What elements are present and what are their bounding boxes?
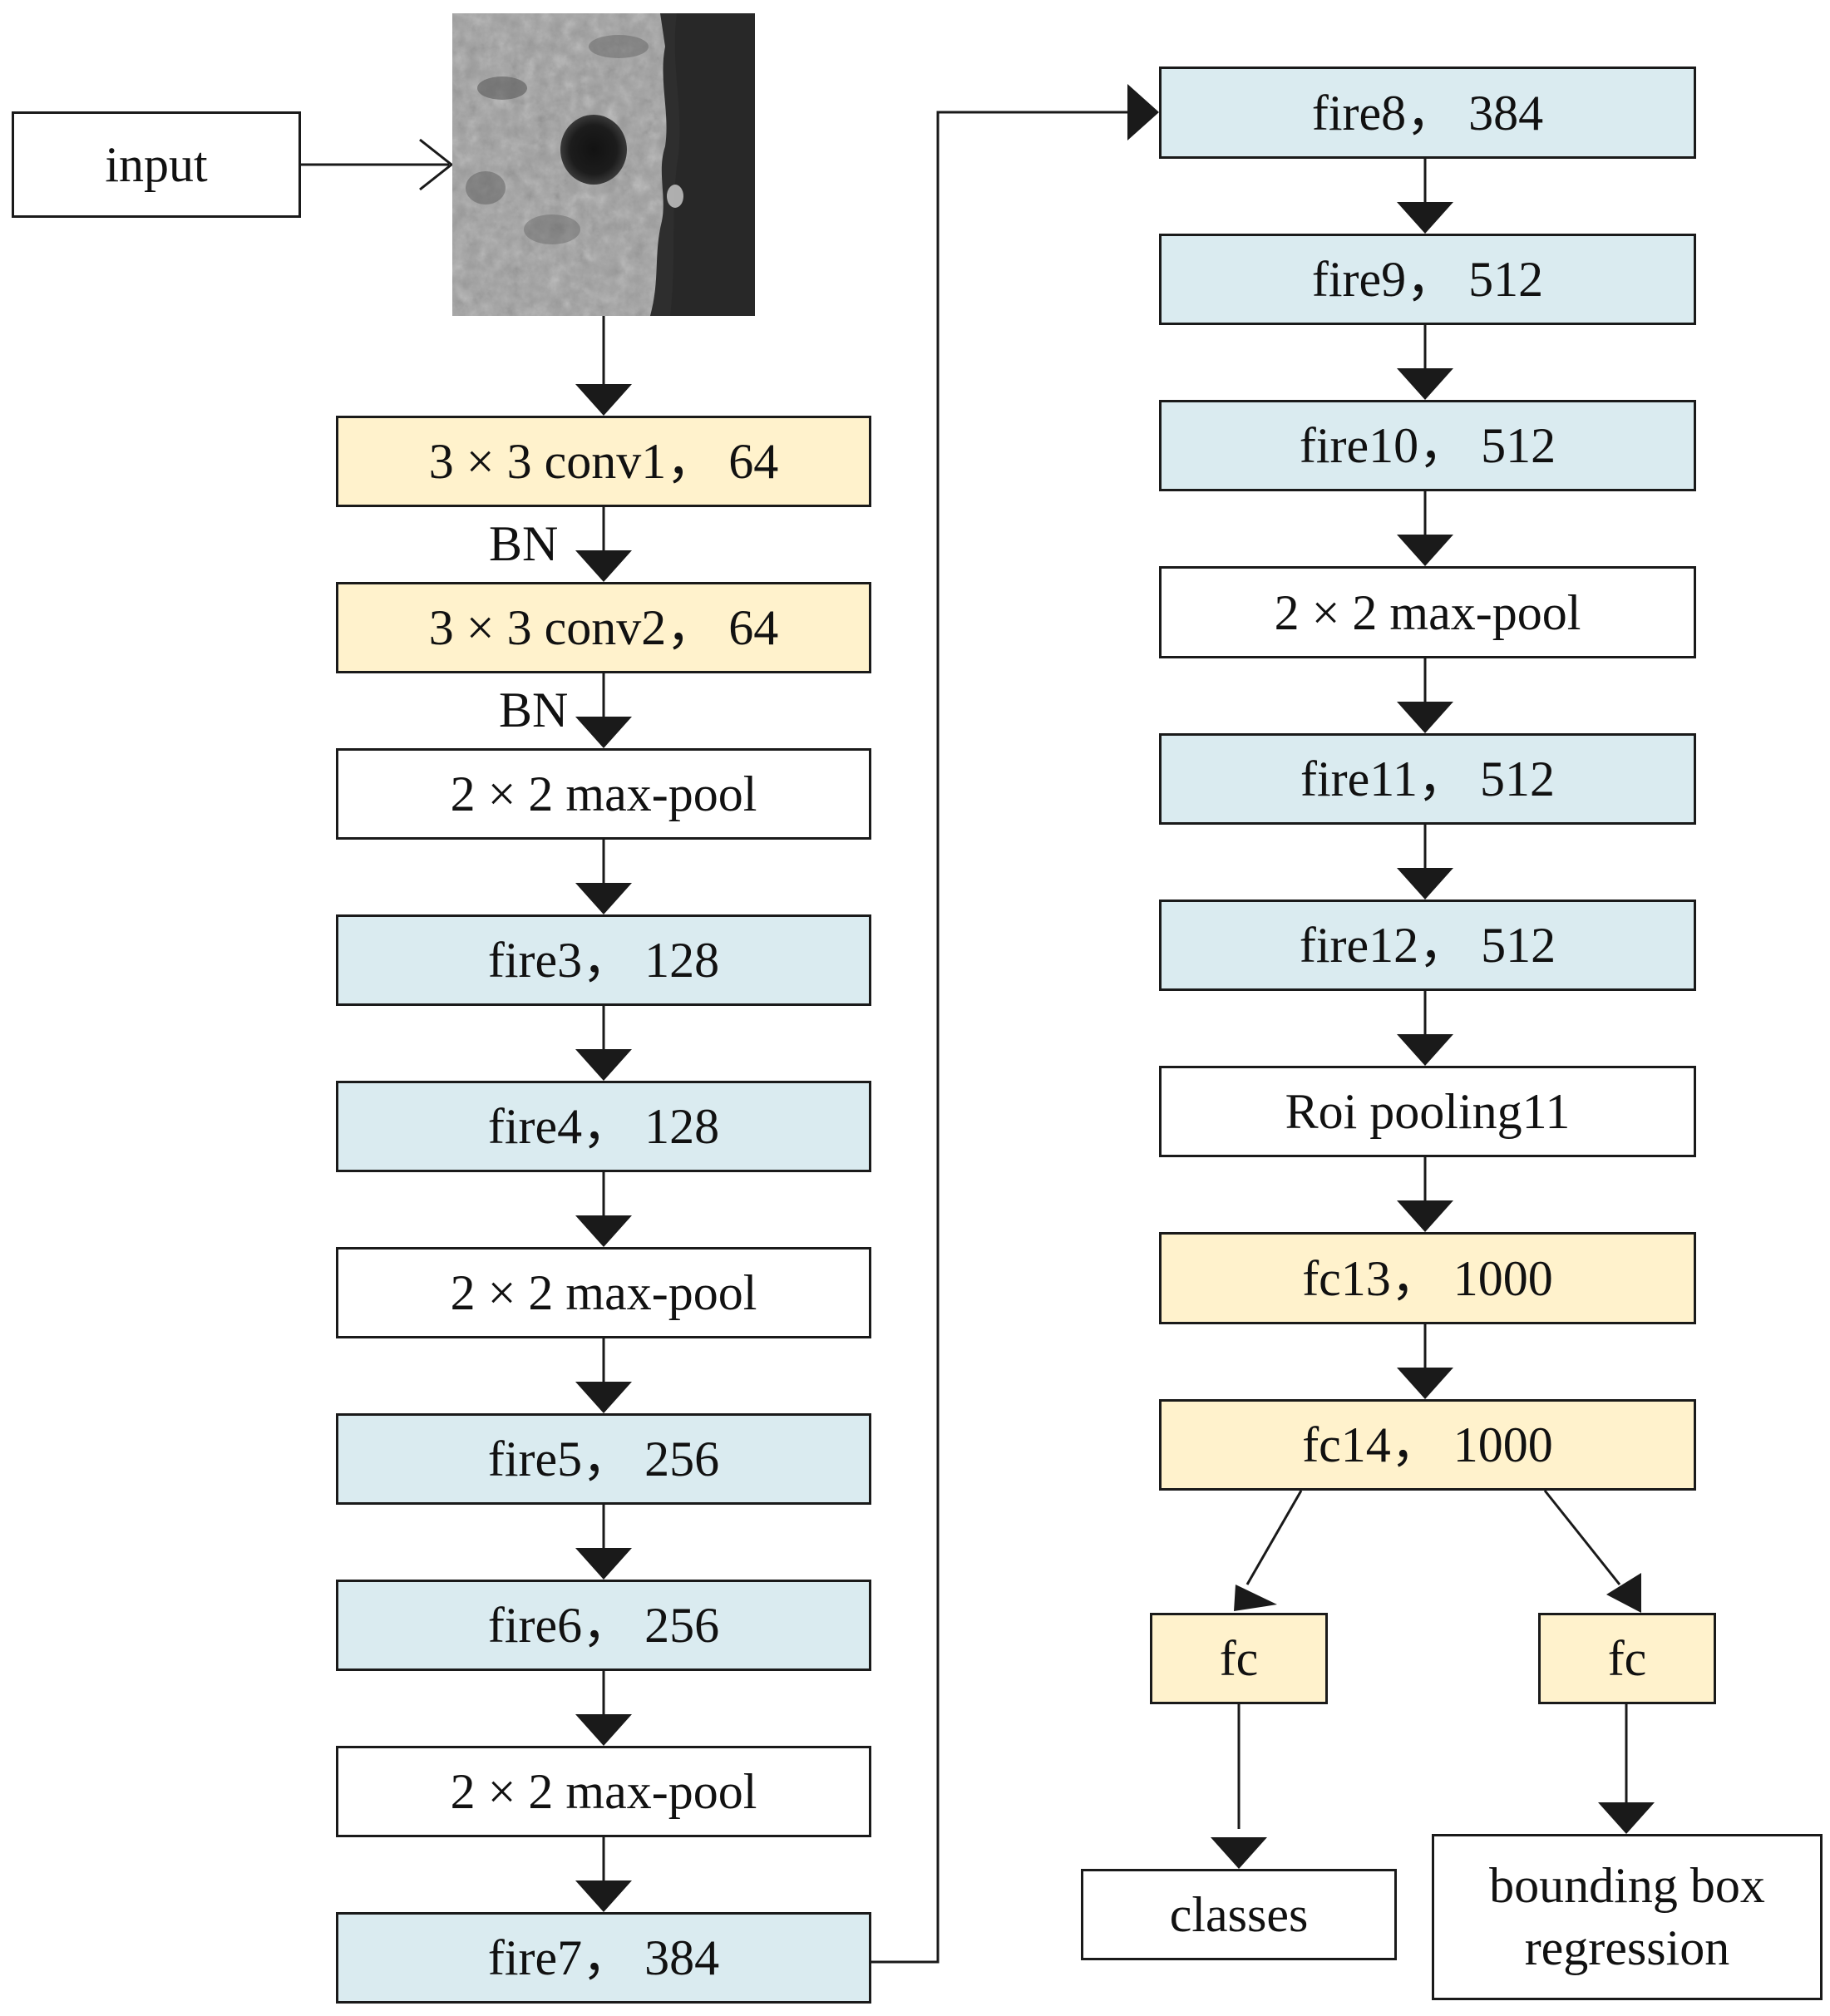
fire5-label: fire5， 256 <box>487 1432 720 1486</box>
arrowhead <box>1598 1802 1655 1834</box>
arrowhead <box>1234 1585 1277 1611</box>
fire10-block: fire10， 512 <box>1159 400 1696 491</box>
fire12-label: fire12， 512 <box>1299 918 1556 973</box>
fire11-label: fire11， 512 <box>1300 752 1556 806</box>
arrowhead <box>575 1382 632 1413</box>
edge-fc14-fc-left <box>1245 1490 1303 1585</box>
edge-fire7-fire8 <box>871 111 1132 1964</box>
maxpool3-block: 2 × 2 max-pool <box>336 1746 871 1837</box>
arrowhead <box>1397 1200 1453 1232</box>
arrowhead <box>1127 84 1159 140</box>
arrowhead <box>1397 535 1453 566</box>
fire10-label: fire10， 512 <box>1299 418 1556 473</box>
arrowhead <box>575 384 632 416</box>
maxpool1-block: 2 × 2 max-pool <box>336 748 871 840</box>
arrowhead <box>575 550 632 582</box>
fire9-label: fire9， 512 <box>1311 252 1544 307</box>
fc14-label: fc14， 1000 <box>1302 1417 1553 1472</box>
fire12-block: fire12， 512 <box>1159 900 1696 991</box>
arrowhead <box>575 883 632 914</box>
maxpool3-label: 2 × 2 max-pool <box>450 1764 757 1819</box>
fire8-block: fire8， 384 <box>1159 67 1696 159</box>
open-arrowhead <box>419 138 454 191</box>
arrowhead <box>575 1049 632 1081</box>
maxpool4-block: 2 × 2 max-pool <box>1159 566 1696 658</box>
maxpool4-label: 2 × 2 max-pool <box>1274 584 1581 640</box>
arrowhead <box>1397 1368 1453 1399</box>
arrowhead <box>575 1548 632 1580</box>
maxpool1-label: 2 × 2 max-pool <box>450 766 757 821</box>
fire8-label: fire8， 384 <box>1311 85 1544 140</box>
fc14-block: fc14， 1000 <box>1159 1399 1696 1491</box>
bn1-label: BN <box>489 516 559 571</box>
arrowhead <box>575 1215 632 1247</box>
arrowhead <box>1397 702 1453 733</box>
fc-right-label: fc <box>1607 1631 1647 1686</box>
fc13-label: fc13， 1000 <box>1302 1250 1553 1306</box>
input-label: input <box>105 137 208 192</box>
fire5-block: fire5， 256 <box>336 1413 871 1505</box>
fire7-block: fire7， 384 <box>336 1912 871 2004</box>
classes-label: classes <box>1169 1887 1309 1942</box>
conv1-label: 3 × 3 conv1， 64 <box>428 434 779 489</box>
arrowhead <box>1397 202 1453 234</box>
bbox-regression-label: bounding box regression <box>1489 1858 1765 1975</box>
conv1-block: 3 × 3 conv1， 64 <box>336 416 871 507</box>
roi-pooling-label: Roi pooling11 <box>1285 1084 1571 1139</box>
fc-left-block: fc <box>1150 1613 1328 1704</box>
fc13-block: fc13， 1000 <box>1159 1232 1696 1324</box>
fc-right-block: fc <box>1538 1613 1716 1704</box>
fire6-block: fire6， 256 <box>336 1580 871 1671</box>
fire3-block: fire3， 128 <box>336 914 871 1006</box>
fc-left-label: fc <box>1219 1631 1259 1686</box>
arrowhead <box>575 1714 632 1746</box>
arrowhead <box>1397 868 1453 900</box>
conv2-label: 3 × 3 conv2， 64 <box>428 600 779 655</box>
input-sample-image <box>452 13 755 316</box>
input-box: input <box>12 111 301 218</box>
arrowhead <box>575 717 632 748</box>
fire11-block: fire11， 512 <box>1159 733 1696 825</box>
fire6-label: fire6， 256 <box>487 1598 720 1653</box>
roi-pooling-block: Roi pooling11 <box>1159 1066 1696 1157</box>
conv2-block: 3 × 3 conv2， 64 <box>336 582 871 673</box>
arrowhead <box>1397 368 1453 400</box>
fire4-block: fire4， 128 <box>336 1081 871 1172</box>
fire4-label: fire4， 128 <box>487 1099 720 1154</box>
bn2-label: BN <box>499 683 569 737</box>
arrowhead <box>575 1880 632 1912</box>
classes-block: classes <box>1081 1869 1397 1960</box>
maxpool2-label: 2 × 2 max-pool <box>450 1265 757 1320</box>
arrowhead <box>1211 1837 1267 1869</box>
fire3-label: fire3， 128 <box>487 933 720 988</box>
arrowhead <box>1606 1573 1641 1613</box>
maxpool2-block: 2 × 2 max-pool <box>336 1247 871 1338</box>
fire9-block: fire9， 512 <box>1159 234 1696 325</box>
fire7-label: fire7， 384 <box>487 1930 720 1985</box>
bbox-regression-block: bounding box regression <box>1432 1834 1823 2000</box>
arrowhead <box>1397 1034 1453 1066</box>
edge-fc14-fc-right <box>1543 1490 1621 1585</box>
